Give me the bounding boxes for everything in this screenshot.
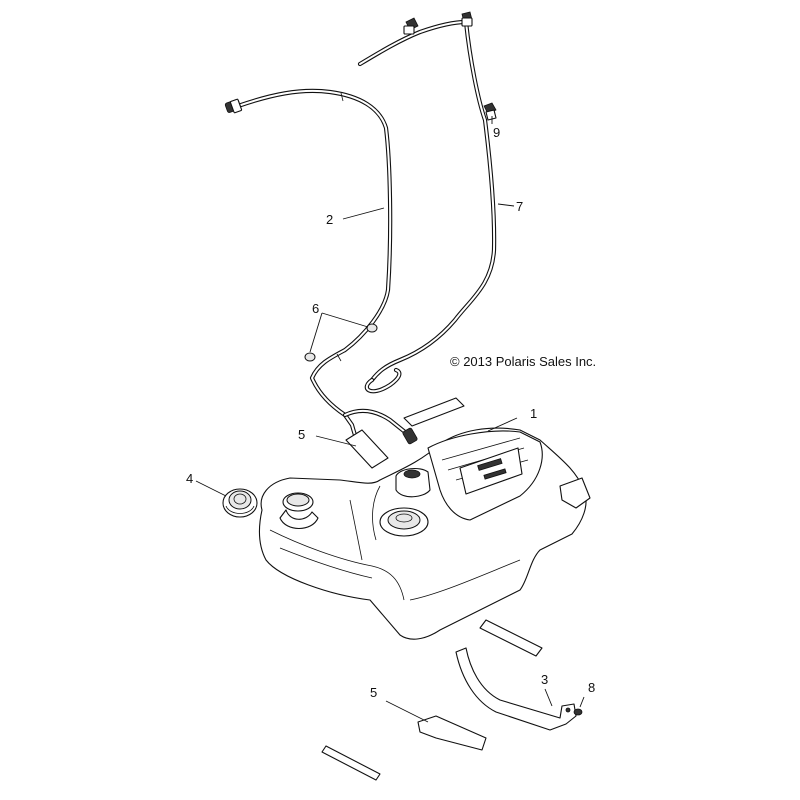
strap-3 [455, 647, 577, 731]
callout-9: 9 [493, 125, 500, 140]
callout-2: 2 [326, 212, 333, 227]
pad-5-lower [417, 715, 487, 751]
callout-3: 3 [541, 672, 548, 687]
clamp-9 [483, 102, 497, 121]
callout-4: 4 [186, 471, 193, 486]
clips-6 [304, 323, 378, 362]
callout-5-lower: 5 [370, 685, 377, 700]
callout-5-upper: 5 [298, 427, 305, 442]
fuel-cap-4 [222, 488, 258, 518]
leader-lines [195, 116, 585, 723]
copyright-notice: © 2013 Polaris Sales Inc. [450, 354, 596, 369]
vent-tube-2 [224, 88, 393, 455]
callout-7: 7 [516, 199, 523, 214]
pad-strip-lower [479, 619, 543, 657]
callout-6: 6 [312, 301, 319, 316]
screw-8 [573, 708, 583, 716]
callout-1: 1 [530, 406, 537, 421]
pad-5-upper [345, 397, 465, 469]
pad-strip-bottom [321, 745, 381, 781]
fuel-tank-1 [258, 427, 591, 640]
vent-tube-7 [342, 11, 497, 445]
callout-8: 8 [588, 680, 595, 695]
